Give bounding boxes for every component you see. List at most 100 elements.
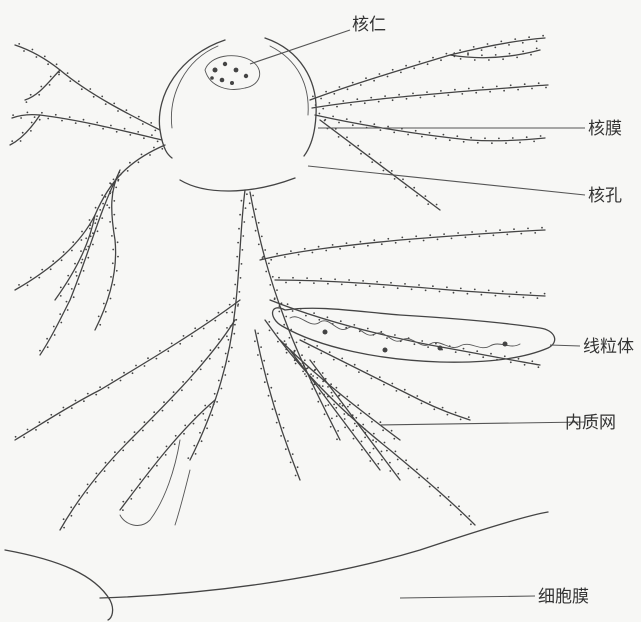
ribosome-dot [508, 44, 510, 46]
ribosome-dot [179, 343, 181, 345]
ribosome-dot [157, 456, 159, 458]
ribosome-dot [175, 435, 177, 437]
ribosome-dot [303, 365, 305, 367]
ribosome-dot [491, 142, 493, 144]
label-endoplasmic-reticulum: 内质网 [565, 413, 616, 433]
ribosome-dot [87, 484, 89, 486]
ribosome-dot [60, 295, 62, 297]
ribosome-dot [354, 364, 356, 366]
ribosome-dot [278, 277, 280, 279]
ribosome-dot [15, 436, 17, 438]
ribosome-dot [137, 131, 139, 133]
ribosome-dot [151, 134, 153, 136]
ribosome-dot [193, 423, 195, 425]
ribosome-dot [295, 363, 297, 365]
ribosome-dot [67, 72, 69, 74]
ribosome-dot [218, 347, 220, 349]
ribosome-dot [59, 313, 61, 315]
ribosome-dot [89, 125, 91, 127]
ribosome-dot [387, 76, 389, 78]
cell-membrane [5, 512, 548, 620]
ribosome-dot [131, 490, 133, 492]
ribosome-dot [510, 361, 512, 363]
ribosome-dot [342, 405, 344, 407]
ribosome-dot [322, 108, 324, 110]
ribosome-dot [407, 134, 409, 136]
ribosome-dot [68, 283, 70, 285]
ribosome-dot [285, 349, 287, 351]
ribosome-dot [110, 298, 112, 300]
ribosome-dot [347, 406, 349, 408]
ribosome-dot [461, 93, 463, 95]
ribosome-dot [457, 232, 459, 234]
ribosome-dot [237, 305, 239, 307]
ribosome-dot [104, 470, 106, 472]
ribosome-dot [134, 431, 136, 433]
ribosome-dot [281, 302, 283, 304]
ribosome-dot [465, 236, 467, 238]
ribosome-dot [63, 251, 65, 253]
ribosome-dot [379, 376, 381, 378]
ribosome-dot [308, 346, 310, 348]
ribosome-dot [339, 248, 341, 250]
ribosome-dot [502, 58, 504, 60]
ribosome-dot [395, 242, 397, 244]
ribosome-dot [384, 442, 386, 444]
ribosome-dot [327, 283, 329, 285]
ribosome-dot [490, 353, 492, 355]
ribosome-dot [313, 282, 315, 284]
ribosome-dot [320, 352, 322, 354]
ribosome-dot [290, 462, 292, 464]
ribosome-dot [102, 128, 104, 130]
ribosome-dot [87, 246, 89, 248]
ribosome-dot [53, 326, 55, 328]
ribosome-dot [333, 359, 335, 361]
ribosome-dot [241, 200, 243, 202]
ribosome-dot [233, 333, 235, 335]
ribosome-dot [369, 153, 371, 155]
ribosome-dot [369, 460, 371, 462]
ribosome-dot [320, 98, 322, 100]
ribosome-dot [201, 440, 203, 442]
ribosome-dot [67, 275, 69, 277]
ribosome-dot [360, 153, 362, 155]
ribosome-dot [191, 379, 193, 381]
ribosome-dot [96, 215, 98, 217]
label-nuclear-envelope: 核膜 [588, 119, 622, 139]
ribosome-dot [290, 250, 292, 252]
ribosome-dot [46, 338, 48, 340]
ribosome-dot [97, 230, 99, 232]
ribosome-dot [386, 450, 388, 452]
ribosome-dot [314, 369, 316, 371]
ribosome-dot [451, 238, 453, 240]
ribosome-dot [50, 268, 52, 270]
ribosome-dot [439, 291, 441, 293]
ribosome-dot [356, 425, 358, 427]
ribosome-dot [520, 233, 522, 235]
ribosome-dot [11, 140, 13, 142]
ribosome-dot [460, 514, 462, 516]
ribosome-dot [386, 337, 388, 339]
ribosome-dot [489, 91, 491, 93]
ribosome-dot [76, 275, 78, 277]
leader-nuclear-pore [308, 166, 585, 195]
ribosome-dot [60, 287, 62, 289]
ribosome-dot [336, 106, 338, 108]
ribosome-dot [183, 433, 185, 435]
ribosome-dot [138, 116, 140, 118]
ribosome-dot [311, 382, 313, 384]
ribosome-dot [368, 413, 370, 415]
ribosome-dot [209, 358, 211, 360]
ribosome-dot [342, 100, 344, 102]
ribosome-dot [81, 239, 83, 241]
ribosome-dot [283, 324, 285, 326]
ribosome-dot [75, 271, 77, 273]
ribosome-dot [327, 386, 329, 388]
ribosome-dot [206, 320, 208, 322]
ribosome-dot [474, 59, 476, 61]
ribosome-dot [268, 263, 270, 265]
ribosome-dot [147, 476, 149, 478]
ribosome-dot [420, 97, 422, 99]
ribosome-dot [149, 154, 151, 156]
ribosome-dot [277, 341, 279, 343]
